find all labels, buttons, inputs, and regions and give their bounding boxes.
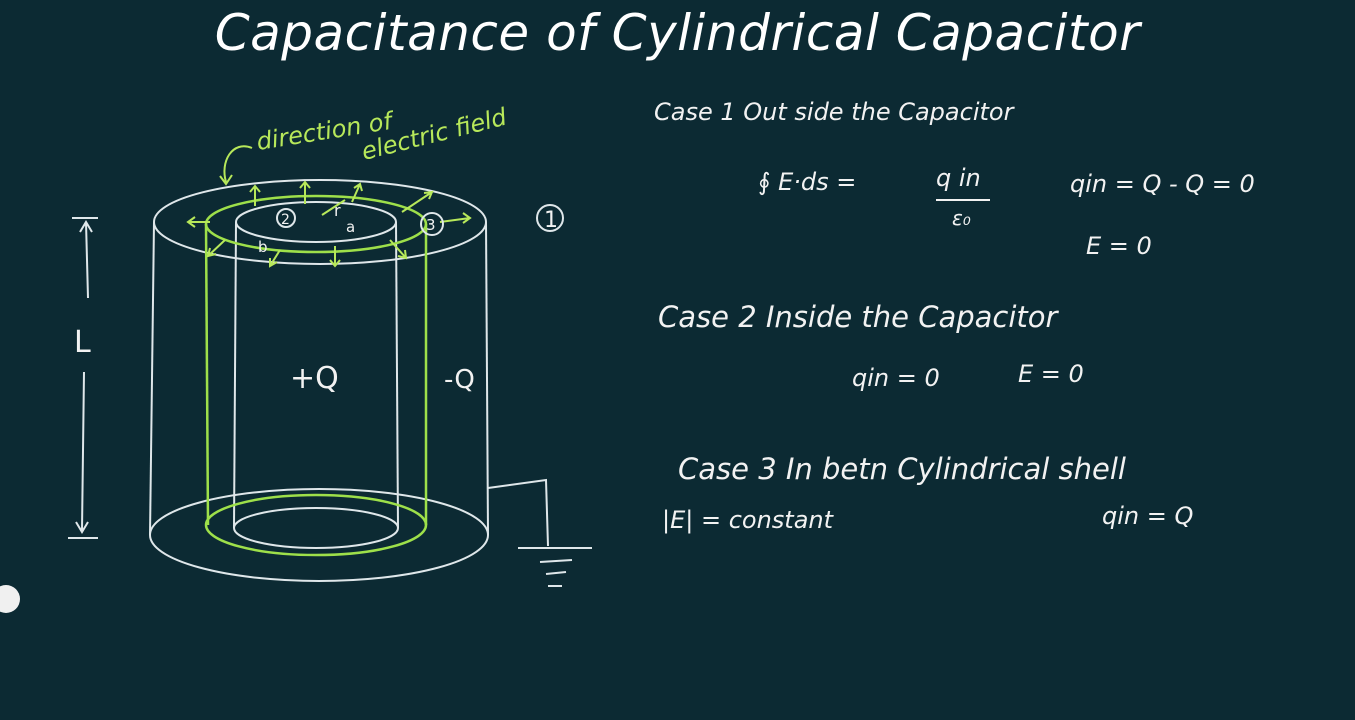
case1-fraction-numerator: q in bbox=[936, 164, 981, 192]
annotation-arrow bbox=[223, 145, 253, 183]
figure-number-circle bbox=[536, 204, 564, 232]
radius-a-label: a bbox=[346, 218, 355, 236]
radius-b-label: b bbox=[258, 238, 268, 256]
case3-qin: qin = Q bbox=[1102, 502, 1194, 530]
length-label: L bbox=[74, 325, 91, 360]
case2-heading: Case 2 Inside the Capacitor bbox=[658, 300, 1058, 334]
length-marker bbox=[68, 217, 98, 539]
page-title: Capacitance of Cylindrical Capacitor bbox=[214, 4, 1141, 62]
inner-cylinder bbox=[233, 201, 399, 549]
inner-charge-label: +Q bbox=[290, 361, 339, 396]
pointer-dot bbox=[0, 585, 20, 613]
point-3-circle bbox=[420, 212, 444, 236]
case1-heading: Case 1 Out side the Capacitor bbox=[654, 98, 1014, 126]
radius-r-label: r bbox=[334, 201, 341, 220]
case3-field: |E| = constant bbox=[662, 506, 834, 534]
case1-qin-equation: qin = Q - Q = 0 bbox=[1070, 170, 1255, 198]
case1-fraction-denominator: ε₀ bbox=[952, 206, 971, 230]
figure-number: 1 bbox=[544, 208, 558, 233]
outer-charge-label: -Q bbox=[444, 365, 475, 395]
point-3-label: 3 bbox=[426, 216, 436, 234]
annotation-arrowhead bbox=[219, 174, 233, 186]
ground-symbol bbox=[487, 478, 592, 587]
gaussian-surface bbox=[204, 194, 428, 557]
point-2-label: 2 bbox=[281, 212, 290, 228]
case3-heading: Case 3 In betn Cylindrical shell bbox=[678, 452, 1126, 486]
field-arrows bbox=[186, 180, 472, 268]
point-2-circle bbox=[276, 208, 296, 228]
case2-field: E = 0 bbox=[1018, 360, 1084, 388]
case2-qin: qin = 0 bbox=[852, 364, 940, 392]
case1-field: E = 0 bbox=[1086, 232, 1152, 260]
outer-cylinder bbox=[149, 179, 489, 582]
case1-integral: ∮ E·ds = bbox=[758, 168, 857, 196]
